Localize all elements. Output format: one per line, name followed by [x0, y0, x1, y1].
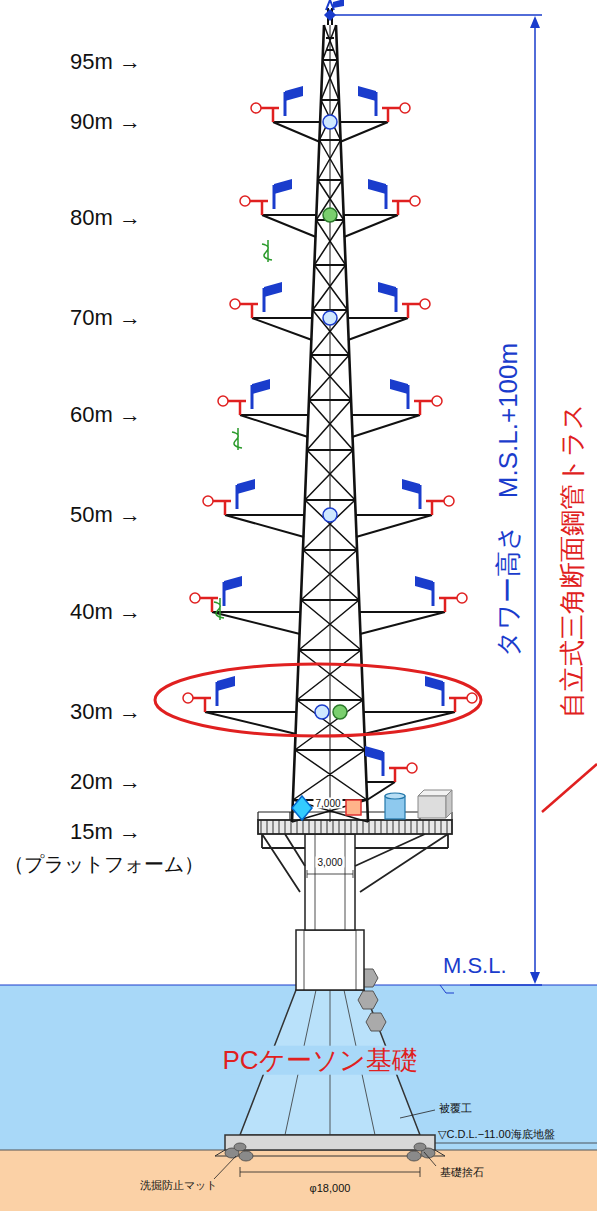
height-label: 50m → [70, 503, 141, 527]
height-label: 70m → [70, 306, 141, 330]
structure-type-label: 自立式三角断面鋼管トラス [558, 403, 587, 718]
height-label: 90m → [70, 110, 141, 134]
platform-label: （プラットフォーム） [4, 853, 204, 875]
seabed [0, 1143, 597, 1211]
thermometer-symbols [214, 240, 272, 620]
rubble-stones [225, 1143, 435, 1161]
caisson-foundation [215, 990, 445, 1156]
tower-height-label: タワー高さ M.S.L.+100m [494, 343, 523, 657]
height-label: 40m → [70, 600, 141, 624]
height-label: 95m → [70, 50, 141, 74]
sea-water [0, 985, 597, 1150]
leader-lines [214, 1110, 436, 1179]
height-label: 20m → [70, 770, 141, 794]
callout-label: 基礎捨石 [440, 1166, 484, 1178]
instrument-dots [315, 115, 347, 719]
platform-deck [258, 812, 452, 892]
height-dimension [324, 9, 542, 993]
dimension-label: 7,000 [313, 798, 342, 809]
sea-level-label: M.S.L. [443, 954, 507, 978]
dimension-label: 3,000 [315, 857, 344, 868]
height-label: 60m → [70, 403, 141, 427]
highlight-ellipse [155, 664, 597, 812]
support-column [296, 834, 364, 990]
height-label: 30m → [70, 700, 141, 724]
callout-label: 被覆工 [439, 1102, 472, 1114]
callout-label: 洗掘防止マット [140, 1179, 217, 1191]
deck-equipment [292, 790, 452, 820]
height-label: 80m → [70, 206, 141, 230]
height-label: 15m → [70, 820, 141, 844]
callout-label: ▽C.D.L.−11.00海底地盤 [438, 1128, 555, 1140]
foundation-label: PCケーソン基礎 [220, 1046, 419, 1075]
dimension-label: φ18,000 [310, 1182, 351, 1194]
sensor-arms [205, 122, 455, 800]
